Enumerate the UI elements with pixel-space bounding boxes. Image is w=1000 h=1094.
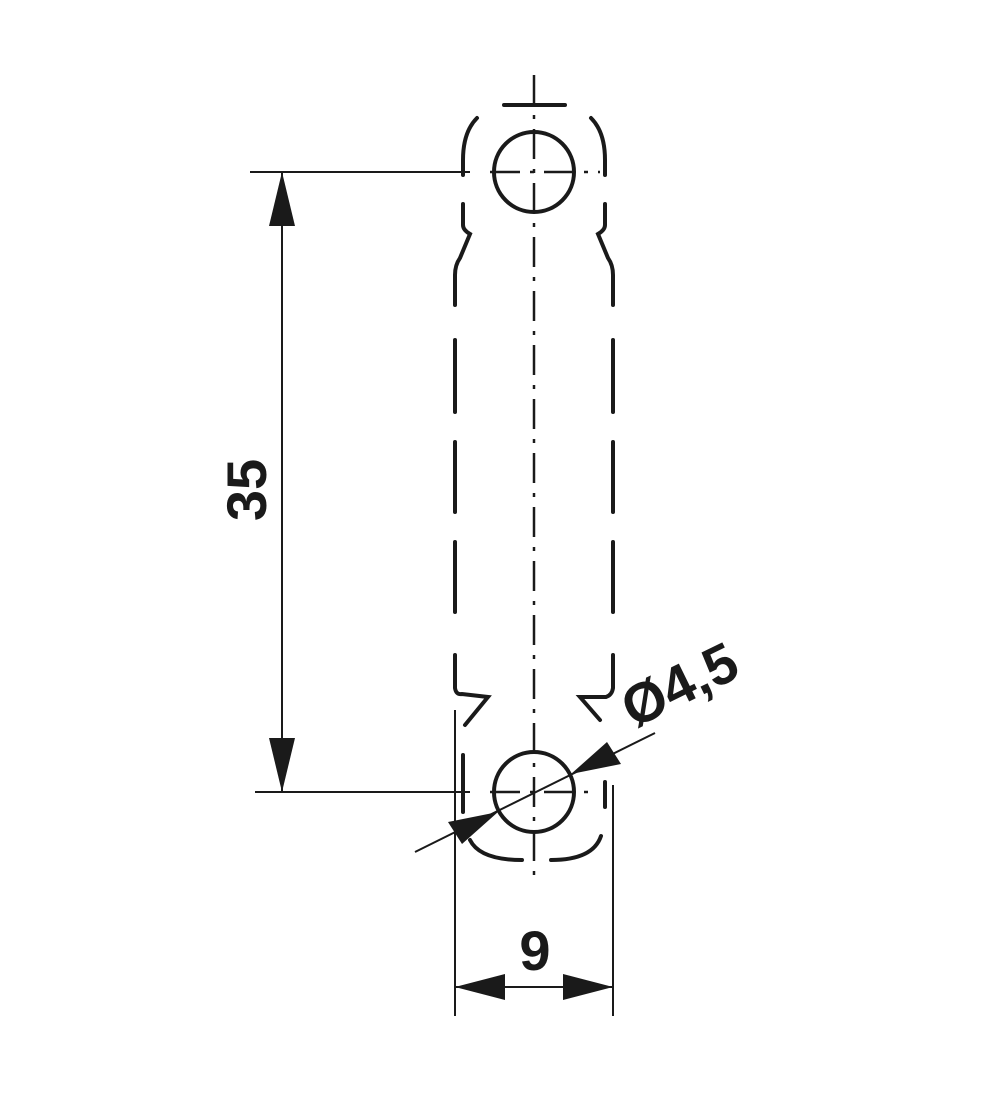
arrow-diameter-in-icon — [448, 812, 498, 844]
arrow-down-icon — [269, 738, 295, 792]
width-dimension — [454, 710, 614, 1016]
diameter-label: Ø4,5 — [611, 630, 748, 740]
arrow-left-icon — [455, 974, 505, 1000]
height-dimension — [250, 171, 470, 793]
part-outline-hidden — [453, 116, 615, 862]
arrow-right-icon — [563, 974, 613, 1000]
width-label: 9 — [519, 919, 550, 982]
bottom-hole — [492, 750, 576, 834]
diameter-dimension — [414, 732, 656, 853]
height-label: 35 — [215, 459, 278, 521]
arrow-up-icon — [269, 172, 295, 226]
arrow-diameter-out-icon — [571, 742, 621, 774]
top-hole — [492, 130, 576, 214]
